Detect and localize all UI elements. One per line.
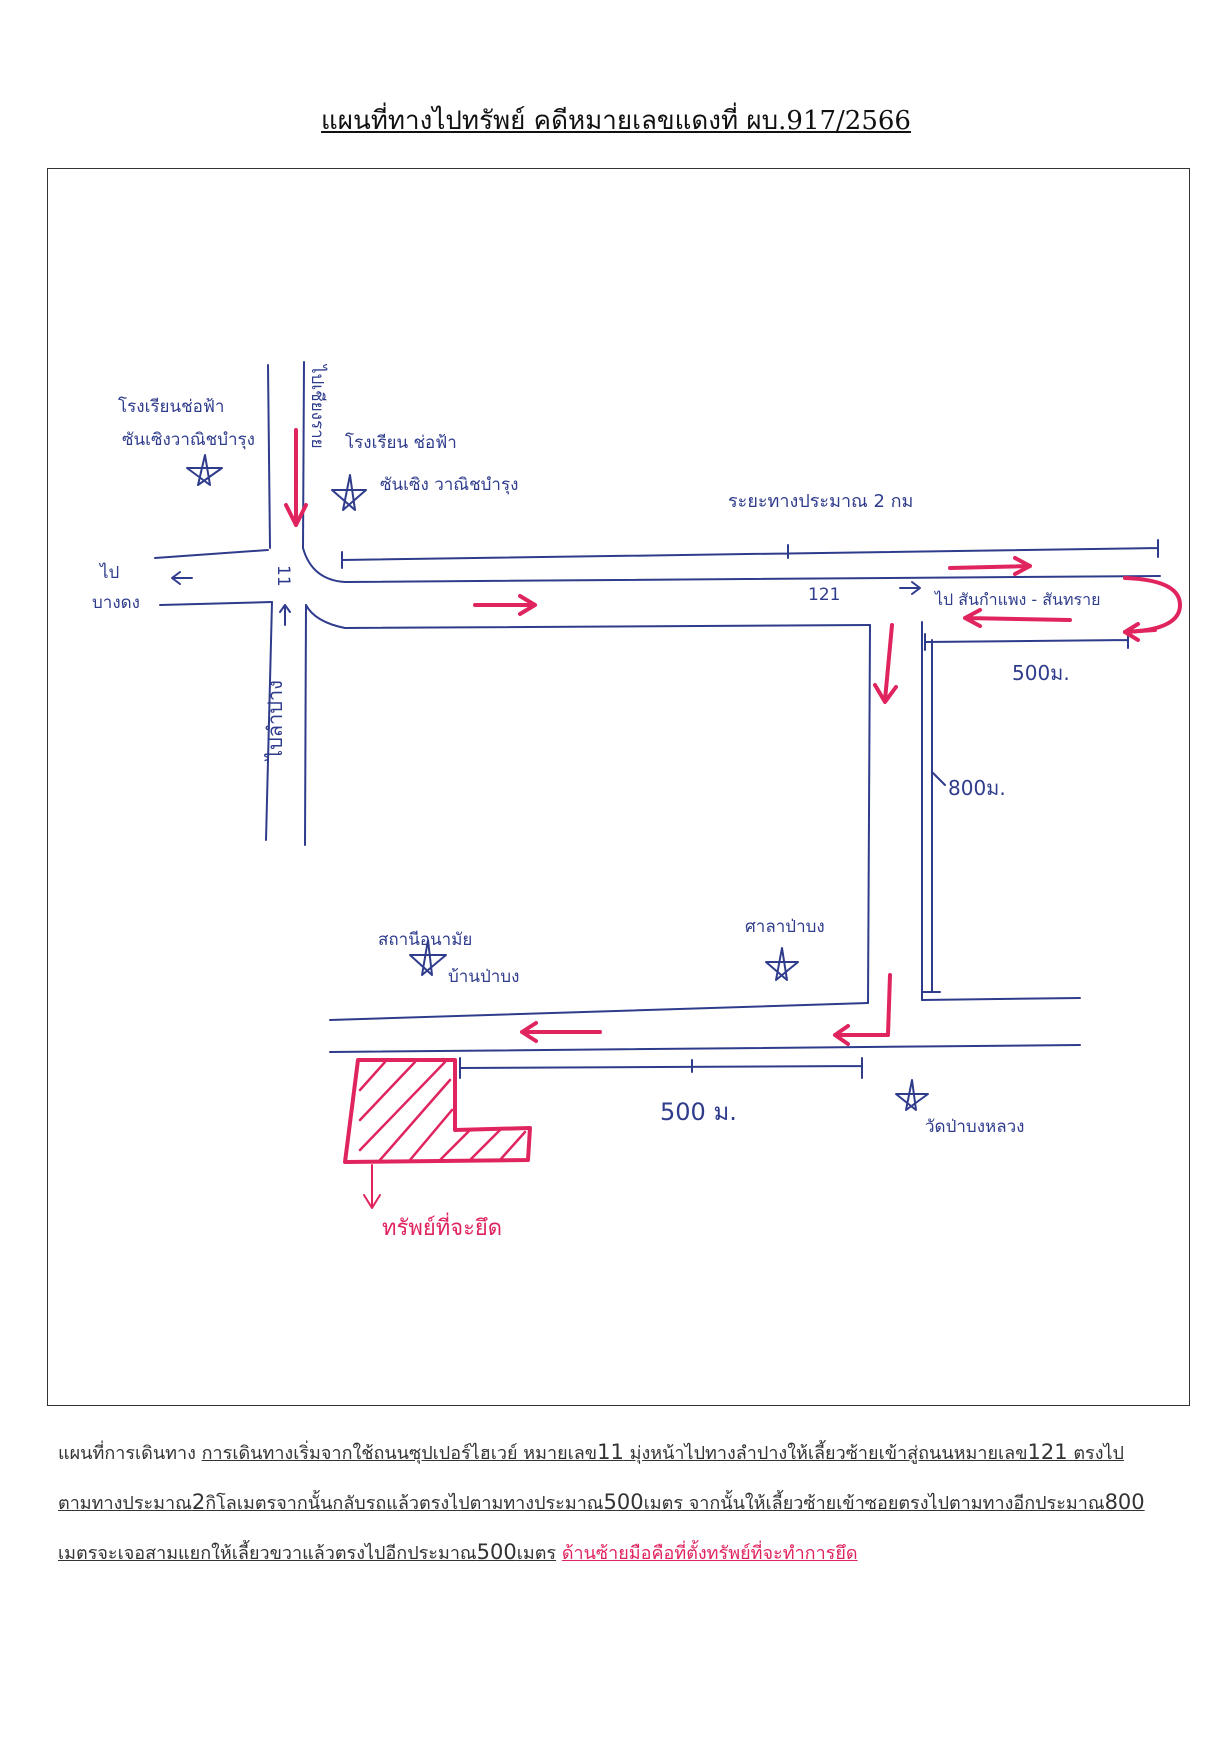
to-top-label: ไปเชียงราย (307, 363, 328, 449)
soi-left-edge (867, 624, 871, 1004)
red-u-turn (1123, 576, 1182, 634)
highway-11-right-edge (302, 361, 307, 846)
description-text-1: การเดินทางเริ่มจากใช้ถนนซุปเปอร์ไฮเวย์ ห… (201, 1440, 1124, 1464)
red-arrow-west-u (1123, 622, 1157, 642)
red-arrow-east-121 (473, 594, 537, 616)
distance-2km-bracket (341, 539, 1159, 569)
bottom-road-top-edge (329, 997, 1081, 1021)
red-arrow-west-bottom (520, 1021, 602, 1043)
road-121-top-edge (302, 547, 1161, 583)
star-temple-icon (895, 1079, 929, 1111)
property-label: ทรัพย์ที่จะยึด (382, 1212, 502, 1241)
road-left-bottom-edge (159, 601, 273, 606)
star-school-left-icon (186, 454, 223, 486)
arrow-to-lampang (279, 604, 291, 626)
road-121-bottom-edge (305, 604, 871, 629)
temple-label: วัดป่าบงหลวง (925, 1117, 1025, 1137)
road-121-label: 121 (808, 585, 840, 605)
property-hatch (358, 1060, 527, 1162)
description-text-2: ตามทางประมาณ2กิโลเมตรจากนั้นกลับรถแล้วตร… (58, 1490, 1145, 1514)
distance-500m-bottom-bracket (459, 1057, 863, 1079)
description-prefix: แผนที่การเดินทาง (58, 1443, 196, 1464)
property-outline (343, 1058, 532, 1164)
red-arrow-down-highway (284, 428, 308, 527)
distance-800m-bracket (921, 639, 946, 993)
dist-800-label: 800ม. (948, 776, 1006, 800)
to-bottom-label: ไปลำปาง (263, 680, 287, 762)
to-right-label: ไป สันกำแพง - สันทราย (933, 590, 1100, 609)
red-arrow-east-end (948, 556, 1032, 576)
dist-500-top-label: 500ม. (1012, 661, 1070, 685)
school-left-label-2: ซันเซิงวาณิชบำรุง (122, 430, 255, 450)
school-left-label-1: โรงเรียนช่อฟ้า (118, 396, 224, 417)
description-text-3: เมตรจะเจอสามแยกให้เลี้ยวขวาแล้วตรงไปอีกป… (58, 1540, 557, 1564)
page-title: แผนที่ทางไปทรัพย์ คดีหมายเลขแดงที่ ผบ.91… (321, 106, 911, 136)
star-school-right-icon (331, 474, 367, 511)
to-left-label-2: บางดง (92, 593, 140, 613)
road-11-label: 11 (273, 565, 293, 587)
red-arrow-turn-bottom (833, 973, 892, 1046)
distance-2km-label: ระยะทางประมาณ 2 กม (728, 491, 913, 512)
road-left-top-edge (154, 549, 269, 559)
to-left-label-1: ไป (98, 562, 119, 583)
arrow-to-bang-dong (171, 571, 193, 585)
health-label-2: บ้านป่าบง (448, 967, 519, 987)
route-description: แผนที่การเดินทาง การเดินทางเริ่มจากใช้ถน… (58, 1428, 1178, 1578)
star-health-icon (409, 939, 447, 976)
red-arrow-west-return (963, 608, 1072, 628)
property-pointer (363, 1164, 381, 1209)
map-frame (47, 168, 1190, 1406)
school-right-label-2: ซันเซิง วาณิชบำรุง (380, 475, 518, 495)
dist-500-bottom-label: 500 ม. (660, 1098, 737, 1126)
sala-label: ศาลาป่าบง (745, 917, 825, 937)
school-right-label-1: โรงเรียน ช่อฟ้า (345, 432, 457, 453)
bottom-road-bottom-edge (329, 1044, 1081, 1053)
arrow-road-121 (899, 581, 921, 595)
health-label-1: สถานีอนามัย (378, 930, 472, 950)
distance-500m-top-bracket (924, 631, 1129, 651)
highway-11-left-edge (265, 364, 273, 841)
red-arrow-turn-down (873, 623, 898, 704)
star-sala-icon (765, 947, 799, 981)
description-red-note: ด้านซ้ายมือคือที่ตั้งทรัพย์ที่จะทำการยึด (561, 1543, 858, 1564)
